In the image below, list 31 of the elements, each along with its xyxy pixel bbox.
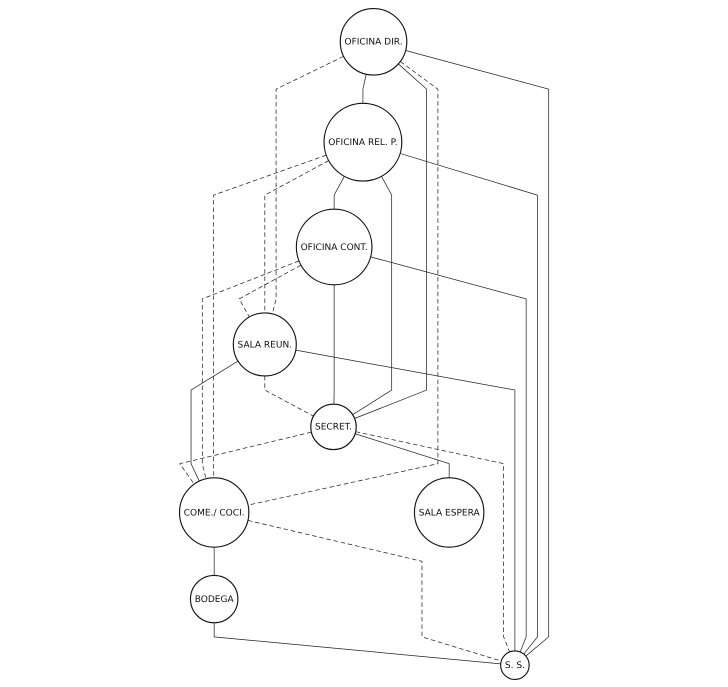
connector — [264, 375, 314, 416]
connector — [248, 60, 438, 505]
node-circle: OFICINA DIR. — [340, 7, 408, 76]
node-circle: SALA ESPERA — [414, 476, 484, 548]
node-circle: SALA REUN. — [232, 312, 297, 376]
connector — [214, 622, 501, 664]
connector — [355, 430, 510, 652]
connector — [213, 154, 327, 478]
connector — [295, 349, 516, 651]
connector — [354, 432, 450, 478]
connector — [370, 256, 526, 652]
connector — [405, 50, 549, 656]
connector — [354, 63, 427, 418]
connector — [264, 160, 329, 313]
connector — [238, 264, 302, 317]
connector — [400, 152, 538, 654]
connector — [352, 175, 392, 415]
connector — [190, 360, 238, 482]
node-circle: OFICINA CONT. — [296, 208, 372, 285]
connector — [247, 520, 502, 661]
node-circle: COME./ COCI. — [178, 476, 250, 548]
connector — [333, 284, 334, 404]
connector — [334, 175, 345, 210]
connector — [179, 431, 312, 484]
connector — [272, 55, 344, 314]
connector — [362, 73, 367, 104]
node-circle: S. S. — [500, 650, 530, 680]
connector — [202, 260, 300, 479]
node-circle: SECRET. — [310, 403, 357, 450]
node-circle: OFICINA REL. P. — [323, 102, 402, 182]
node-circle: BODEGA — [190, 574, 238, 623]
